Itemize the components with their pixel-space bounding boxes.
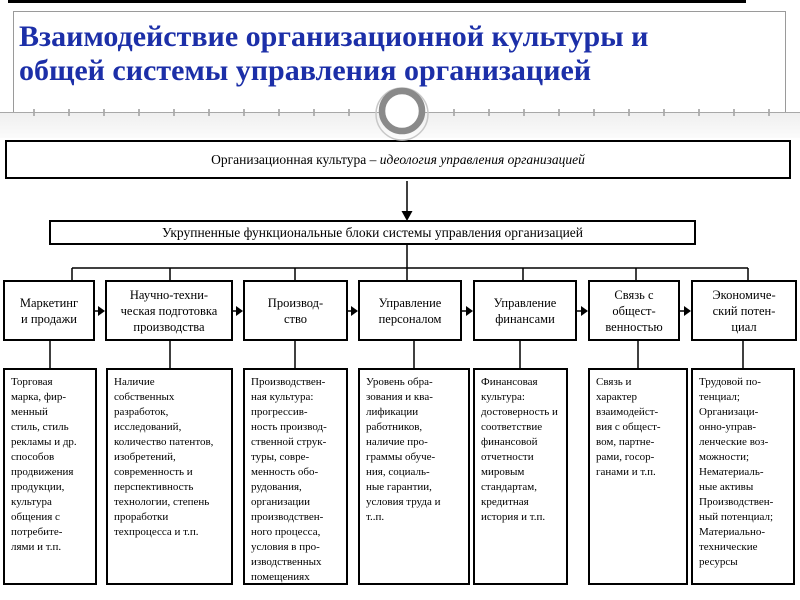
org-culture-text-normal: Организационная культура –	[211, 151, 380, 167]
org-culture-text-italic: идеология управления организацией	[379, 151, 585, 167]
slide-title: Взаимодействие организационной культуры …	[19, 20, 649, 87]
header-economic-potential: Экономиче- ский потен- циал	[691, 280, 797, 341]
detail-finance: Финансовая культура: достоверность и соо…	[473, 368, 568, 585]
detail-sci-tech: Наличие собственных разработок, исследов…	[106, 368, 233, 585]
functional-blocks-text: Укрупненные функциональные блоки системы…	[161, 224, 584, 240]
top-accent-bar	[8, 0, 746, 3]
header-personnel: Управление персоналом	[358, 280, 462, 341]
circle-ornament-icon	[375, 87, 429, 141]
detail-marketing: Торговая марка, фир- менный стиль, стиль…	[3, 368, 97, 585]
functional-blocks-box: Укрупненные функциональные блоки системы…	[49, 220, 696, 245]
header-sci-tech: Научно-техни- ческая подготовка производ…	[105, 280, 233, 341]
detail-production: Производствен- ная культура: прогрессив-…	[243, 368, 348, 585]
detail-economic-potential: Трудовой по- тенциал; Организаци- онно-у…	[691, 368, 795, 585]
detail-public-relations: Связь и характер взаимодейст- вия с обще…	[588, 368, 688, 585]
header-production: Производ- ство	[243, 280, 348, 341]
detail-personnel: Уровень обра- зования и ква- лификации р…	[358, 368, 470, 585]
header-marketing: Маркетинг и продажи	[3, 280, 95, 341]
org-culture-box: Организационная культура – идеология упр…	[5, 140, 791, 179]
org-culture-text: Организационная культура – идеология упр…	[211, 152, 585, 168]
header-finance: Управление финансами	[473, 280, 577, 341]
title-frame: Взаимодействие организационной культуры …	[13, 11, 786, 113]
header-public-relations: Связь с общест- венностью	[588, 280, 680, 341]
